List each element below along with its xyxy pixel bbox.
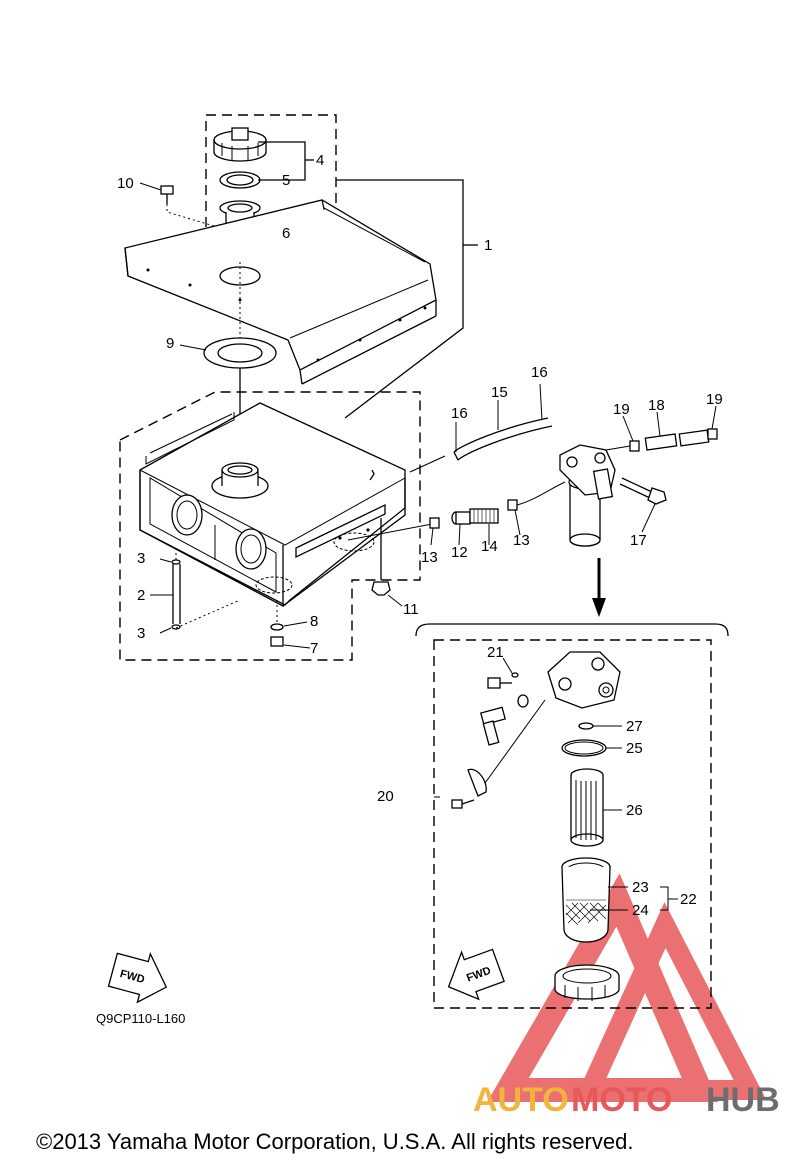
bolt-11 <box>371 518 391 596</box>
copyright-notice: ©2013 Yamaha Motor Corporation, U.S.A. A… <box>36 1129 633 1154</box>
fuel-hose-15 <box>453 417 553 461</box>
callout-6: 6 <box>282 225 290 242</box>
vent-hose-2 <box>171 559 181 630</box>
drain-bolt-7 <box>270 636 284 647</box>
bolt-17 <box>619 477 667 505</box>
bracket-clip <box>467 768 487 797</box>
tank-group-box <box>119 391 421 661</box>
tank-filler-neck <box>211 462 269 499</box>
callout-4: 4 <box>316 152 324 169</box>
fwd-arrow-left-icon: FWD <box>107 952 168 1004</box>
hose-18 <box>644 429 710 451</box>
fuel-cap <box>213 127 267 162</box>
watermark-moto: MOTO <box>571 1081 672 1119</box>
callout-2: 2 <box>137 587 145 604</box>
callout-21: 21 <box>487 644 504 661</box>
ring-nut <box>554 964 620 1001</box>
drawing-code: Q9CP110-L160 <box>96 1011 185 1026</box>
fuel-pickup-plate <box>295 503 386 559</box>
screw-small <box>451 799 475 809</box>
clamp-13a <box>429 517 440 529</box>
clamp-19b <box>707 428 718 440</box>
callout-8: 8 <box>310 613 318 630</box>
callout-9: 9 <box>166 335 174 352</box>
filter-head-detail <box>547 651 621 709</box>
drain-washer-8 <box>270 623 284 631</box>
tank-cover <box>124 199 437 385</box>
callout-13-right: 13 <box>513 532 530 549</box>
watermark-text: AUTO MOTO HUB <box>473 1081 780 1119</box>
fwd-arrow-right-icon: FWD <box>447 948 505 1001</box>
oring-25 <box>561 739 607 757</box>
fuel-filter-assembly <box>559 444 616 547</box>
callout-7: 7 <box>310 640 318 657</box>
callout-17: 17 <box>630 532 647 549</box>
callout-3-top: 3 <box>137 550 145 567</box>
protector-14 <box>469 508 499 524</box>
callout-13-left: 13 <box>421 549 438 566</box>
detail-frame <box>415 623 729 637</box>
callout-10: 10 <box>117 175 134 192</box>
callout-25: 25 <box>626 740 643 757</box>
callout-24: 24 <box>632 902 649 919</box>
callout-15: 15 <box>491 384 508 401</box>
fuel-tank <box>139 402 406 608</box>
callout-11: 11 <box>403 601 419 618</box>
automotohub-logo <box>487 873 767 1102</box>
clamp-19a <box>629 440 640 452</box>
bolt-10 <box>160 185 174 204</box>
callout-22: 22 <box>680 891 697 908</box>
gasket-ring-9 <box>203 337 277 369</box>
callout-16-left: 16 <box>451 405 468 422</box>
oring-27 <box>578 722 594 730</box>
callout-27: 27 <box>626 718 643 735</box>
callout-19-right: 19 <box>706 391 723 408</box>
callout-12: 12 <box>451 544 468 561</box>
callout-26: 26 <box>626 802 643 819</box>
callout-5: 5 <box>282 172 290 189</box>
callout-23: 23 <box>632 879 649 896</box>
callout-18: 18 <box>648 397 665 414</box>
watermark-hub: HUB <box>706 1081 780 1119</box>
detail-arrow <box>592 558 606 617</box>
callout-20: 20 <box>377 788 394 805</box>
oring-small <box>517 694 529 708</box>
filter-cup-23 <box>561 857 611 943</box>
watermark-auto: AUTO <box>473 1081 569 1119</box>
callout-1: 1 <box>484 237 492 254</box>
lever <box>480 706 506 746</box>
screw-21 <box>487 677 512 689</box>
callout-3-bottom: 3 <box>137 625 145 642</box>
hose-12 <box>451 511 471 525</box>
callout-14: 14 <box>481 538 498 555</box>
callout-16-top: 16 <box>531 364 548 381</box>
filter-element-26 <box>570 768 604 847</box>
cap-gasket <box>219 171 261 189</box>
detail-group-box <box>433 639 712 1009</box>
clamp-13b <box>507 499 518 511</box>
callout-19-left: 19 <box>613 401 630 418</box>
